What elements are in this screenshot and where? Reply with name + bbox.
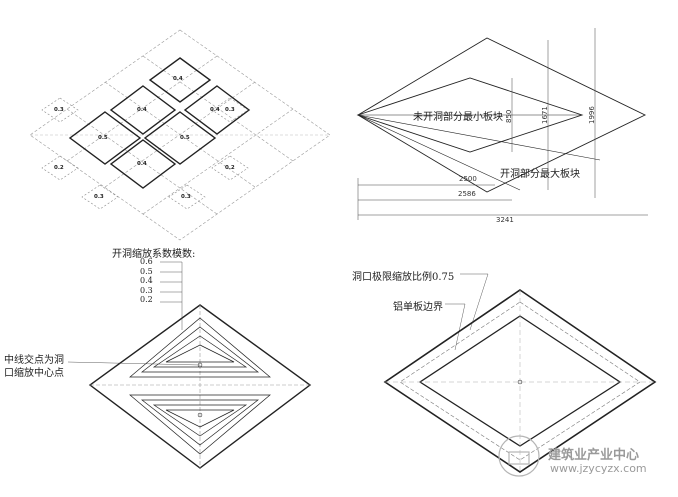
- coefficient-label: 0.5: [98, 135, 108, 141]
- label-max-panel: 开洞部分最大板块: [500, 169, 580, 180]
- center-note-line2: 口缩放中心点: [4, 368, 64, 379]
- coefficient-label: 0.4: [210, 107, 220, 113]
- scale-title: 开洞缩放系数模数:: [112, 249, 196, 260]
- watermark-name: 建筑业产业中心: [548, 448, 640, 463]
- limit-label: 洞口极限缩放比例0.75: [352, 272, 455, 283]
- scale-values: 0.6 0.5 0.4 0.3 0.2: [140, 257, 153, 305]
- watermark-url: www.jzycyzx.com: [550, 462, 647, 475]
- coefficient-label: 0.3: [54, 107, 64, 113]
- panel-openings-small: [41, 97, 249, 210]
- scale-value: 0.2: [140, 295, 153, 305]
- panel-openings: [68, 57, 251, 189]
- scale-value: 0.5: [140, 266, 153, 276]
- scale-value: 0.3: [140, 285, 153, 295]
- dim-2586: 2586: [458, 190, 476, 198]
- dim-2500: 2500: [459, 175, 477, 183]
- coefficient-label: 0.3: [94, 194, 104, 200]
- coefficient-label: 0.3: [181, 194, 191, 200]
- coefficient-label: 0.4: [137, 107, 147, 113]
- leader-lines-br: [445, 273, 489, 351]
- dim-850: 850: [505, 109, 513, 123]
- center-note-line1: 中线交点为洞: [4, 355, 64, 366]
- watermark-logo: [498, 435, 540, 477]
- dim-1671: 1671: [541, 106, 549, 124]
- dim-3241: 3241: [496, 216, 514, 224]
- coefficient-label: 0.2: [225, 165, 235, 171]
- dim-1996: 1996: [588, 106, 596, 124]
- panel-grid-layout: [29, 29, 331, 241]
- coefficient-label: 0.5: [180, 135, 190, 141]
- edge-label: 铝单板边界: [393, 302, 443, 313]
- panel-size-comparison: [356, 37, 647, 193]
- label-min-panel: 未开洞部分最小板块: [413, 112, 503, 123]
- boundary-diagram: [383, 289, 657, 473]
- scale-value: 0.4: [140, 276, 153, 286]
- leader-lines-bl: [67, 261, 201, 366]
- coefficient-label: 0.3: [225, 107, 235, 113]
- scaling-diagram: [88, 304, 312, 469]
- coefficient-label: 0.4: [173, 76, 183, 82]
- coefficient-label: 0.2: [54, 165, 64, 171]
- coefficient-label: 0.4: [137, 161, 147, 167]
- dimension-lines: [357, 28, 648, 220]
- scale-value: 0.6: [140, 257, 153, 266]
